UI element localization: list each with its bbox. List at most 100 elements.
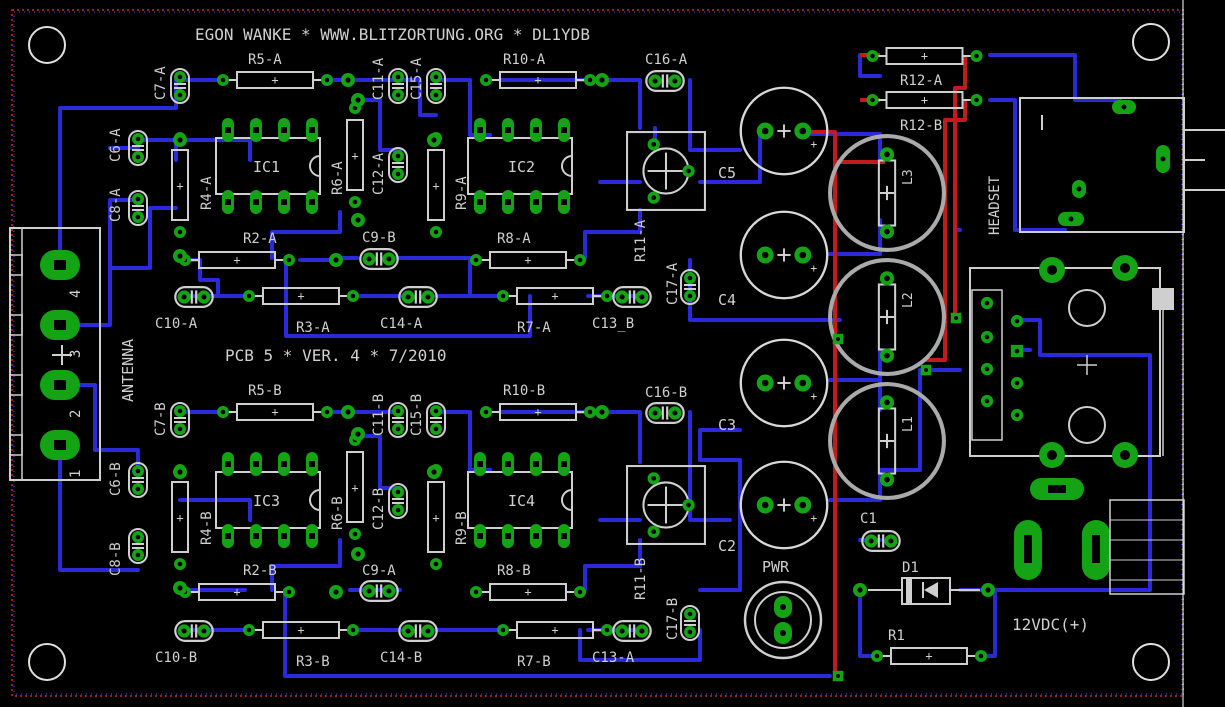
headset-jack (1019, 97, 1225, 233)
pad (427, 133, 441, 147)
pad (980, 362, 994, 376)
l2-label: L2 (901, 292, 916, 308)
pad (173, 249, 187, 263)
pad (980, 330, 994, 344)
pwr-led (743, 580, 823, 660)
pad (173, 581, 187, 595)
c7a-label: C7-A (153, 66, 169, 100)
r4b-label: R4-B (199, 511, 215, 545)
c6a-label: C6-A (108, 128, 124, 162)
c14a-label: C14-A (380, 316, 423, 332)
c1-label: C1 (860, 511, 877, 527)
c4-label: C4 (718, 291, 736, 309)
pad (173, 465, 187, 479)
ic1-label: IC1 (253, 158, 280, 176)
r9a-label: R9-A (454, 176, 470, 210)
r2b-label: R2-B (243, 563, 277, 579)
antenna-terminal (9, 227, 101, 481)
ic3-label: IC3 (253, 492, 280, 510)
rj45-jack (969, 255, 1174, 468)
c12a-label: C12-A (371, 152, 387, 195)
c16a-label: C16-A (645, 52, 688, 68)
pad (351, 427, 365, 441)
l1-label: L1 (901, 416, 916, 432)
pad (1010, 314, 1024, 328)
pad (173, 133, 187, 147)
pad (1010, 408, 1024, 422)
r2b-pad (329, 585, 343, 599)
r6b-label: R6-B (330, 496, 346, 530)
pad (351, 213, 365, 227)
bottom-traces (58, 53, 1152, 678)
credit-text: EGON WANKE * WWW.BLITZORTUNG.ORG * DL1YD… (195, 25, 590, 44)
c15a-label: C15-A (409, 57, 425, 100)
c8b-label: C8-B (108, 542, 124, 576)
r10b-pad (595, 405, 609, 419)
pad (1010, 376, 1024, 390)
antenna-label: ANTENNA (119, 339, 137, 402)
pad (351, 93, 365, 107)
c10b-label: C10-B (155, 650, 197, 666)
l3-label: L3 (901, 169, 916, 185)
r8a-label: R8-A (497, 231, 531, 247)
r10b-label: R10-B (503, 383, 545, 399)
pad (351, 547, 365, 561)
r12b-label: R12-B (900, 118, 942, 134)
antenna-pin2: 2 (68, 410, 84, 418)
pwr-label: PWR (762, 558, 790, 576)
c6b-label: C6-B (108, 462, 124, 496)
c8a-label: C8-A (108, 188, 124, 222)
pad (427, 465, 441, 479)
r2a-pad (329, 253, 343, 267)
c16b-label: C16-B (645, 385, 687, 401)
r3b-label: R3-B (296, 654, 330, 670)
c3-label: C3 (718, 416, 736, 434)
antenna-pin1: 1 (68, 470, 84, 478)
c17a-label: C17-A (665, 262, 681, 305)
r9b-label: R9-B (454, 511, 470, 545)
r3a-label: R3-A (296, 320, 330, 336)
c14b-label: C14-B (380, 650, 422, 666)
power-jack (1014, 478, 1185, 595)
r7a-label: R7-A (517, 320, 551, 336)
version-text: PCB 5 * VER. 4 * 7/2010 (225, 346, 447, 365)
r8b-label: R8-B (497, 563, 531, 579)
c9a-label: C9-A (362, 563, 396, 579)
r12a-label: R12-A (900, 73, 943, 89)
c11b-label: C11-B (371, 394, 387, 436)
c11a-label: C11-A (371, 57, 387, 100)
c15b-label: C15-B (409, 394, 425, 436)
r10a-label: R10-A (503, 52, 546, 68)
d1 (853, 577, 995, 605)
pad (980, 394, 994, 408)
antenna-pin3: 3 (68, 350, 84, 358)
r5b-label: R5-B (248, 383, 282, 399)
pad (1010, 344, 1024, 358)
c10a-label: C10-A (155, 316, 198, 332)
r11a-label: R11-A (633, 219, 649, 262)
c13b-label: C13_B (592, 316, 634, 332)
r5a-label: R5-A (248, 52, 282, 68)
c9b-label: C9-B (362, 230, 396, 246)
headset-label: HEADSET (987, 175, 1003, 235)
r1-label: R1 (888, 628, 905, 644)
c2-label: C2 (718, 537, 736, 555)
c12b-label: C12-B (371, 488, 387, 530)
r5b-pad (341, 405, 355, 419)
c13a-label: C13-A (592, 650, 635, 666)
mounting-holes (28, 23, 1170, 681)
vdc-label: 12VDC(+) (1012, 615, 1089, 634)
r11b-label: R11-B (633, 558, 649, 600)
r7b-label: R7-B (517, 654, 551, 670)
ic2-label: IC2 (508, 158, 535, 176)
r6a-label: R6-A (330, 161, 346, 195)
c5-label: C5 (718, 164, 736, 182)
c7b-label: C7-B (153, 402, 169, 436)
antenna-pin4: 4 (68, 290, 84, 298)
r4a-label: R4-A (199, 176, 215, 210)
c17b-label: C17-B (665, 598, 681, 640)
d1-label: D1 (902, 560, 919, 576)
r2a-label: R2-A (243, 231, 277, 247)
pad (980, 296, 994, 310)
